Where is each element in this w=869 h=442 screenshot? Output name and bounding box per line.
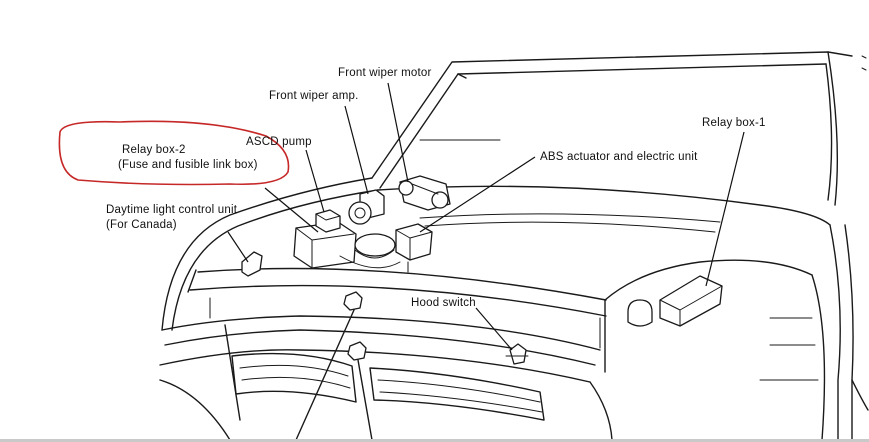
body-outline	[161, 177, 869, 441]
master-cylinder	[339, 233, 401, 269]
leader-abs-actuator	[419, 156, 536, 233]
hood-switch-component	[505, 343, 529, 365]
label-hood-switch: Hood switch	[411, 297, 476, 309]
relay-box-2-highlight-circle	[58, 120, 290, 186]
ascd-pump-component	[315, 209, 341, 233]
label-daytime-light-region: (For Canada)	[106, 219, 177, 231]
bottom-divider	[0, 439, 869, 442]
label-ascd-pump: ASCD pump	[246, 136, 312, 148]
leader-relay-box-1	[705, 131, 745, 287]
relay-box-1-component	[627, 275, 723, 327]
leader-hood-switch	[475, 307, 513, 351]
leader-front-wiper-motor	[387, 82, 409, 183]
abs-actuator-component	[395, 223, 433, 273]
front-wiper-motor-component	[398, 175, 451, 211]
label-front-wiper-amp: Front wiper amp.	[269, 90, 359, 102]
label-relay-box-2-detail: (Fuse and fusible link box)	[118, 159, 258, 171]
daytime-light-unit-component	[241, 251, 263, 277]
leader-daytime-light	[227, 231, 249, 263]
front-frame	[187, 267, 607, 349]
hood-latch-parts	[295, 291, 373, 441]
label-daytime-light: Daytime light control unit	[106, 204, 238, 216]
leader-front-wiper-amp	[344, 105, 369, 195]
leader-relay-box-2	[264, 187, 319, 233]
front-wiper-amp-component	[348, 189, 385, 225]
cowl-line	[419, 213, 721, 233]
label-relay-box-1: Relay box-1	[702, 117, 766, 129]
front-grille	[159, 315, 613, 441]
leader-lines	[227, 82, 745, 351]
label-abs-actuator: ABS actuator and electric unit	[540, 151, 698, 163]
label-front-wiper-motor: Front wiper motor	[338, 67, 432, 79]
hood-outline	[371, 51, 867, 206]
leader-ascd-pump	[305, 149, 325, 213]
label-relay-box-2: Relay box-2	[122, 144, 186, 156]
